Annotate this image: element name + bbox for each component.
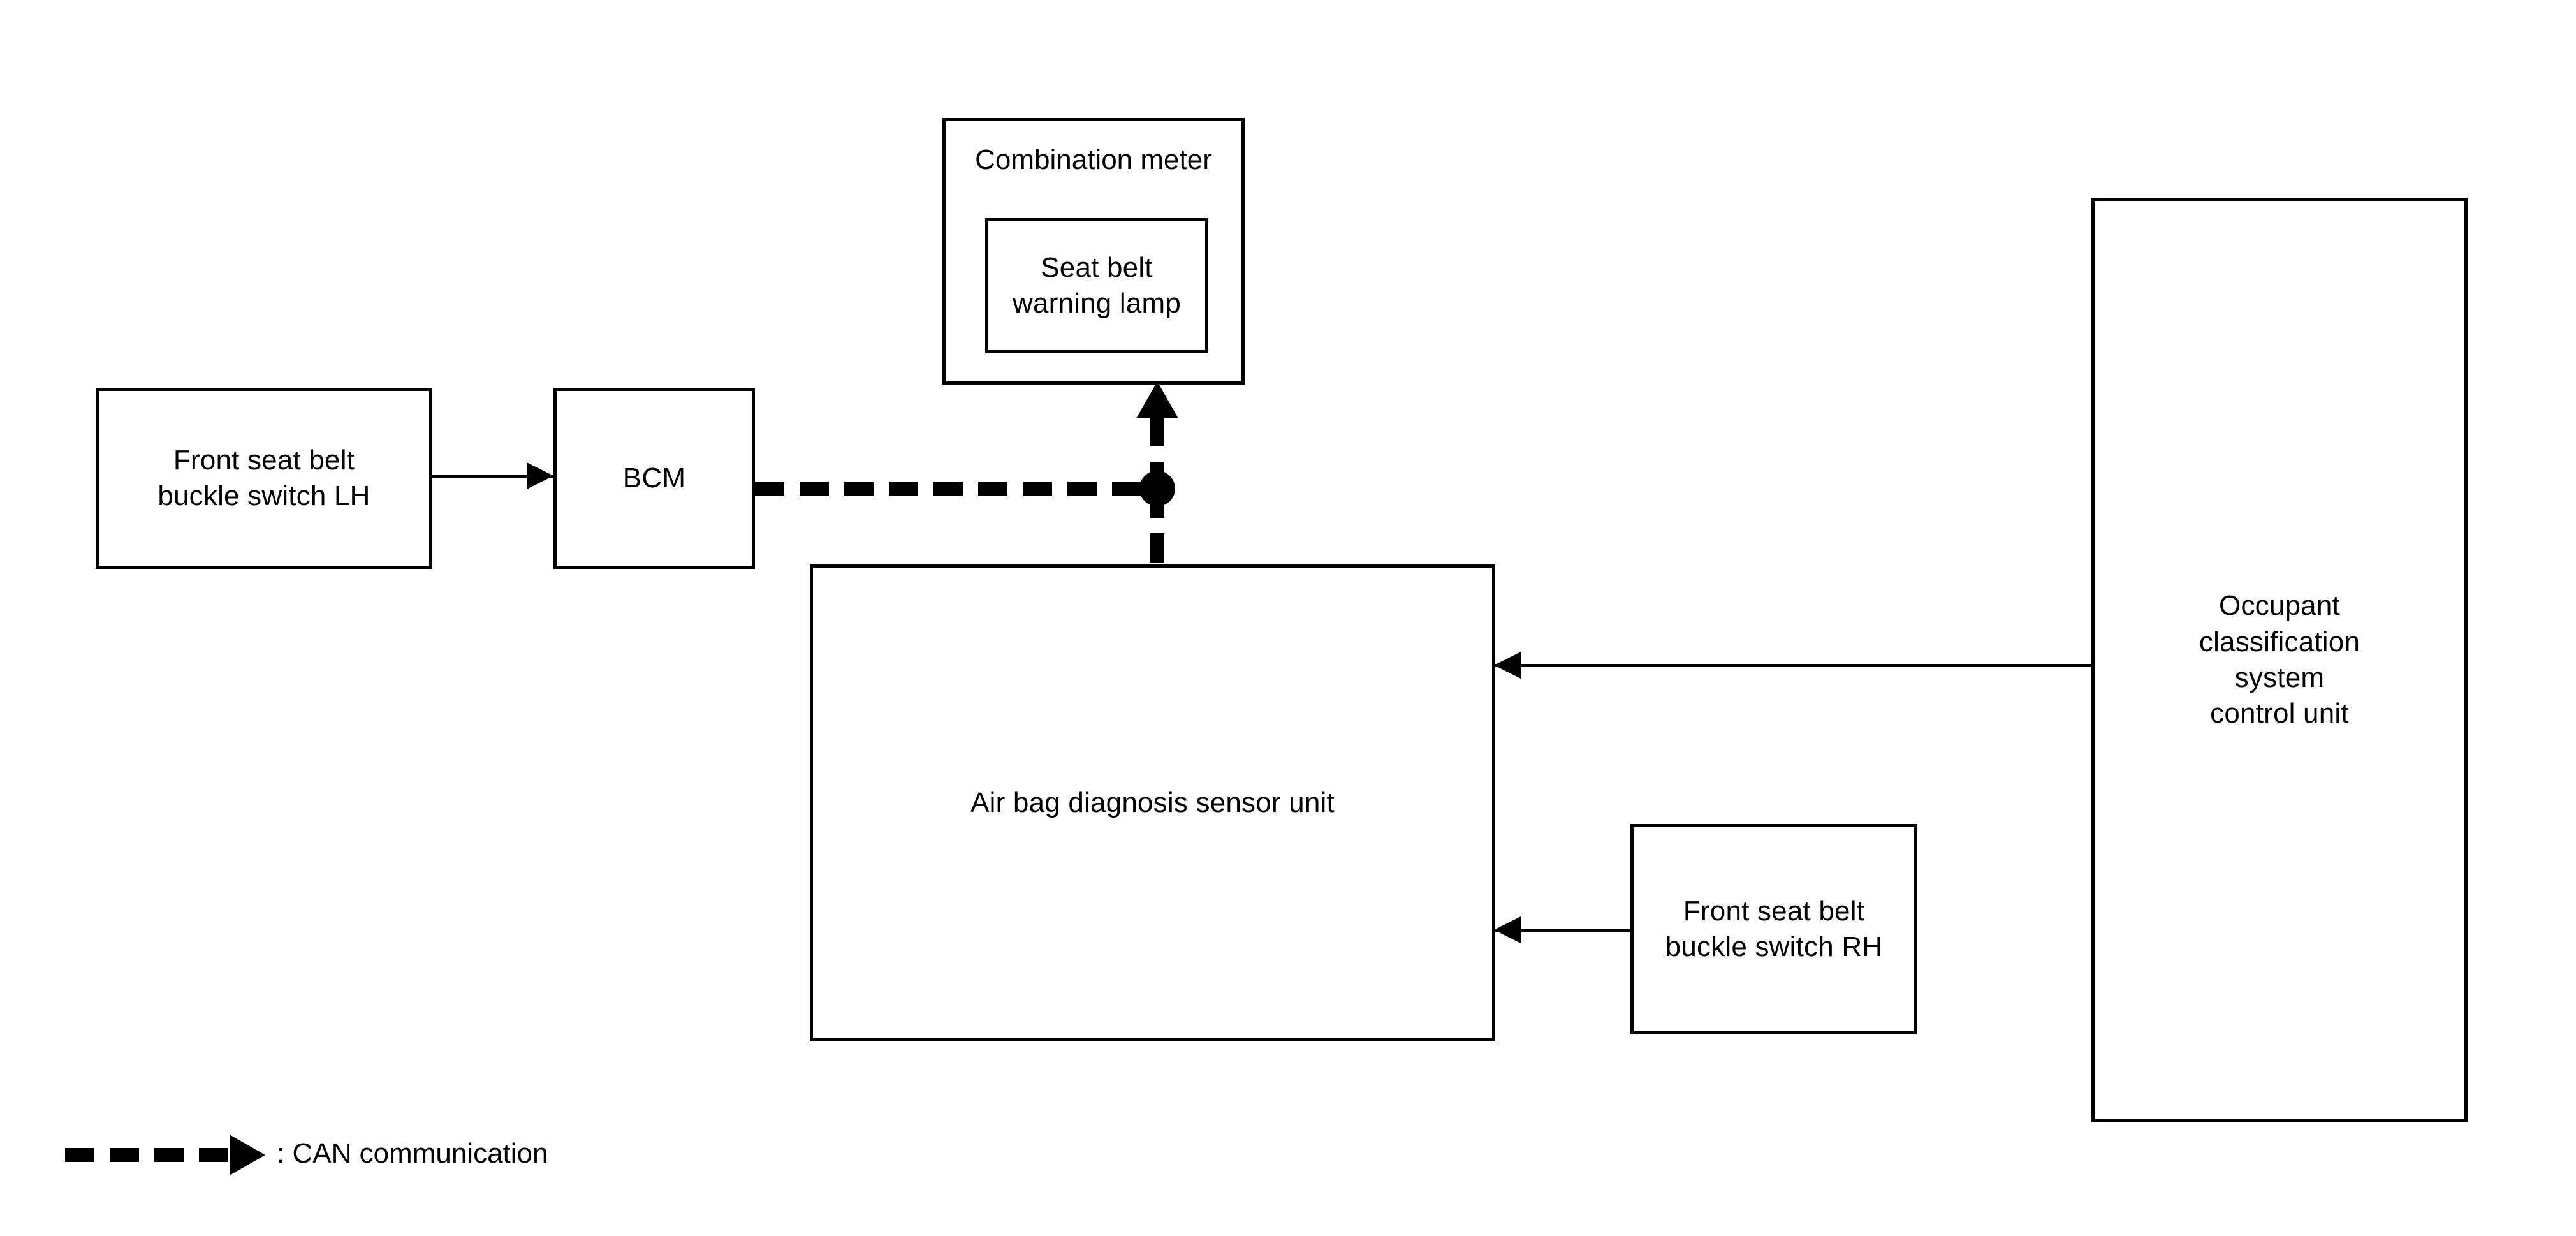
node-label: Front seat belt buckle switch RH bbox=[1665, 895, 1883, 962]
node-label: BCM bbox=[622, 462, 686, 494]
connector-can-bus-vertical-lower bbox=[1150, 489, 1164, 566]
node-label: Occupant classification system control u… bbox=[2199, 590, 2360, 730]
connector-occupant-to-airbag-arrowhead-icon bbox=[1494, 652, 1521, 679]
connector-rh-to-airbag-line bbox=[1495, 929, 1632, 932]
connector-can-arrowhead-up-icon bbox=[1136, 381, 1178, 418]
node-label: Front seat belt buckle switch LH bbox=[157, 444, 370, 511]
connector-can-bus-horizontal bbox=[755, 482, 1173, 496]
connector-lh-to-bcm-arrowhead-icon bbox=[527, 462, 553, 489]
node-air-bag-diagnosis-sensor-unit: Air bag diagnosis sensor unit bbox=[810, 564, 1495, 1041]
node-label: Combination meter bbox=[975, 144, 1212, 175]
node-label: Seat belt warning lamp bbox=[1012, 251, 1182, 319]
node-occupant-classification-system-control-unit: Occupant classification system control u… bbox=[2091, 198, 2468, 1122]
can-bus-junction-dot bbox=[1139, 471, 1175, 506]
connector-occupant-to-airbag-line bbox=[1495, 664, 2093, 667]
node-label: Air bag diagnosis sensor unit bbox=[970, 786, 1335, 818]
can-dashed-line-icon bbox=[65, 1148, 232, 1162]
node-front-seat-belt-buckle-switch-lh: Front seat belt buckle switch LH bbox=[96, 388, 432, 569]
legend-label: : CAN communication bbox=[277, 1138, 548, 1169]
node-seat-belt-warning-lamp: Seat belt warning lamp bbox=[985, 218, 1208, 353]
node-bcm: BCM bbox=[553, 388, 755, 569]
can-arrowhead-icon bbox=[230, 1135, 265, 1175]
connector-rh-to-airbag-arrowhead-icon bbox=[1494, 916, 1521, 943]
node-front-seat-belt-buckle-switch-rh: Front seat belt buckle switch RH bbox=[1630, 824, 1917, 1034]
node-combination-meter: Combination meter Seat belt warning lamp bbox=[942, 118, 1245, 385]
